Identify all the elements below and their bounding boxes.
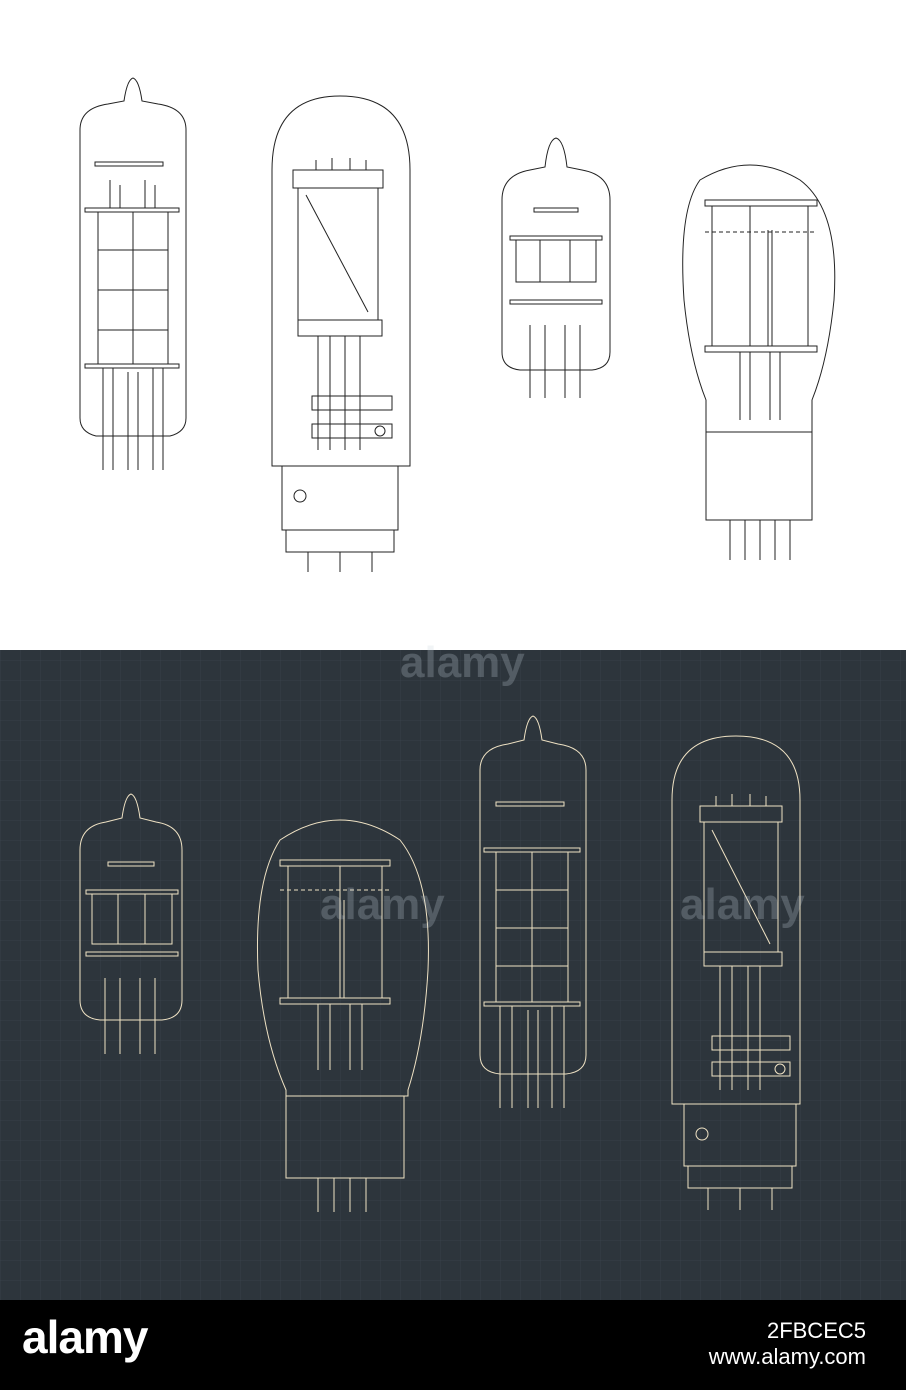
- dark-tubes: [79, 715, 801, 1212]
- footer-bar: [0, 1300, 906, 1390]
- tube-dark-2: [257, 819, 429, 1212]
- site-url: www.alamy.com: [708, 1344, 866, 1370]
- tube-light-4: [682, 164, 836, 560]
- light-tubes: [79, 77, 836, 572]
- image-id: 2FBCEC5: [766, 1318, 866, 1343]
- image-id-block: 2FBCEC5 www.alamy.com: [709, 1318, 866, 1371]
- watermark: alamy: [320, 880, 445, 929]
- tube-light-2: [271, 95, 411, 572]
- tube-drawings: [0, 77, 906, 1300]
- watermark: alamy: [400, 638, 525, 687]
- alamy-logo: alamy: [22, 1311, 148, 1363]
- tube-dark-3: [479, 715, 587, 1108]
- tube-light-1: [79, 77, 187, 470]
- tube-light-3: [501, 137, 611, 398]
- tube-dark-4: [671, 735, 801, 1210]
- tube-dark-1: [79, 793, 183, 1054]
- grid-background: [0, 650, 906, 1300]
- light-blueprint-panel: [0, 0, 906, 650]
- watermark: alamy: [680, 880, 805, 929]
